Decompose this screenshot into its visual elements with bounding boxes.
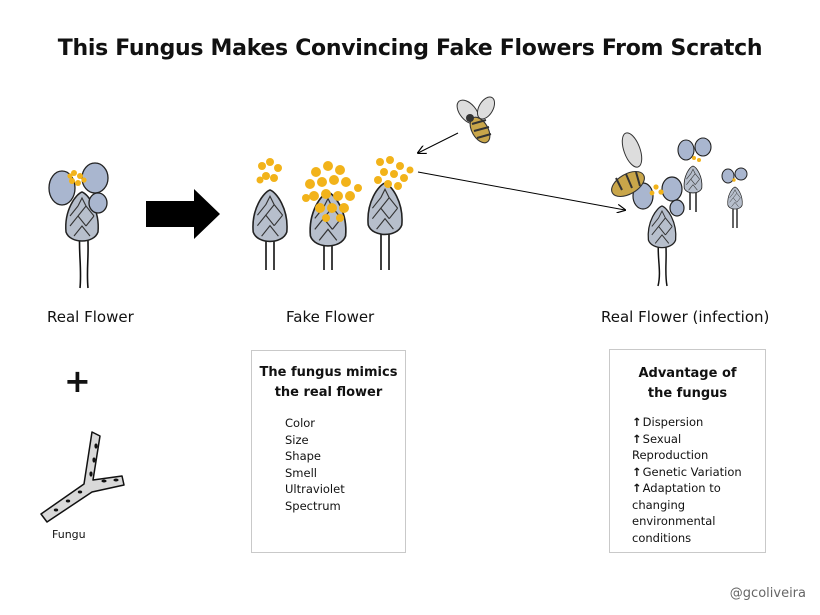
page-title: This Fungus Makes Convincing Fake Flower… [57,36,763,61]
advantage-item-text: Sexual [642,431,682,446]
advantage-item: ↑Sexual [632,431,765,448]
bee-illustration [456,96,496,144]
up-arrow-icon: ↑ [632,464,642,479]
advantage-item-text: environmental [632,514,716,528]
up-arrow-icon: ↑ [632,431,642,446]
advantage-box: Advantage of the fungus ↑Dispersion↑Sexu… [609,349,766,553]
advantage-item-text: Genetic Variation [642,464,742,479]
fungus-label: Fungu [52,528,86,541]
up-arrow-icon: ↑ [632,481,642,495]
mimic-heading-line2: the real flower [274,385,383,400]
advantage-item: changing [632,497,765,514]
real-flower-infection-label: Real Flower (infection) [601,308,770,326]
mimic-item: Size [285,432,309,447]
fake-flower-illustration [252,156,414,270]
advantage-heading-line2: the fungus [647,386,728,401]
transition-arrow [146,189,220,239]
infected-flower-illustration [611,132,748,287]
mimic-item: Smell [285,465,317,480]
plus-sign: + [64,362,91,400]
real-flower-illustration [48,162,109,289]
mimic-item: Ultraviolet [285,482,345,496]
advantage-item-text: conditions [632,530,692,545]
advantage-item: ↑Genetic Variation [632,464,765,481]
author-credit: @gcoliveira [729,586,806,601]
mimic-item: Shape [285,449,322,463]
advantage-item: Reproduction [632,447,765,464]
fungus-hyphae-illustration [40,431,125,523]
real-flower-label: Real Flower [47,308,134,326]
advantage-item: environmental [632,513,765,530]
mimic-item: Color [285,416,316,430]
fake-flower-label: Fake Flower [286,308,375,326]
advantage-item-text: Adaptation to [642,481,721,495]
mimic-item: Spectrum [285,498,341,513]
pollination-arrow [417,171,625,210]
advantage-item: ↑Dispersion [632,414,765,431]
mimic-heading-line1: The fungus mimics [259,365,398,380]
advantage-item-text: Dispersion [642,415,704,429]
bee-attraction-arrow [418,132,459,153]
advantage-item-text: Reproduction [632,448,709,462]
up-arrow-icon: ↑ [632,415,642,429]
advantage-heading-line1: Advantage of [638,366,737,381]
advantage-item: conditions [632,530,765,547]
advantage-item-text: changing [632,497,686,512]
advantage-item: ↑Adaptation to [632,480,765,497]
